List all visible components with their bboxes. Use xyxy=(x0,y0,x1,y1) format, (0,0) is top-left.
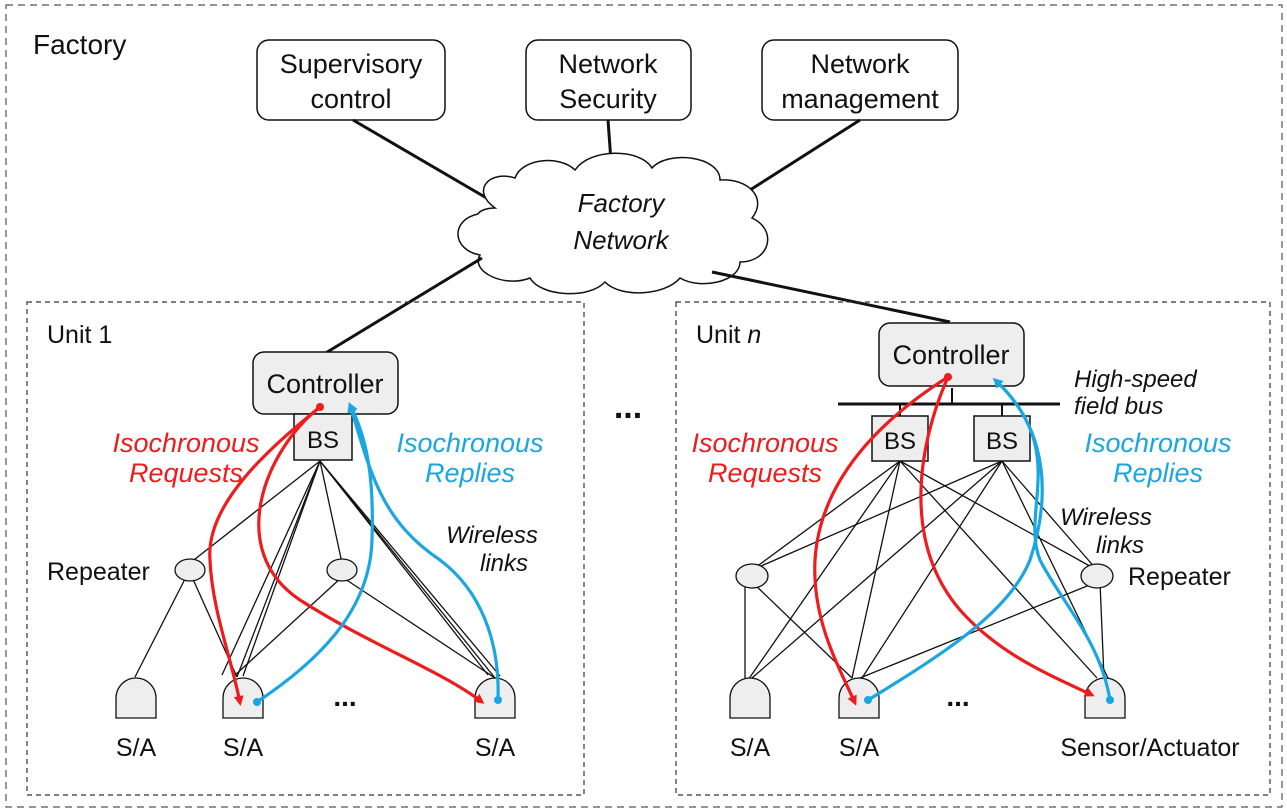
unit-1-requests-label: Isochronous xyxy=(112,428,259,458)
field-bus-label: High-speed xyxy=(1074,366,1197,393)
unit-n-wireless-links xyxy=(744,460,1109,681)
link-cloud-unitn xyxy=(711,270,951,324)
unit-n-wireless-label: Wireless xyxy=(1060,504,1152,531)
unit-n-request-origin xyxy=(944,373,952,381)
unit-1-reply-arrow xyxy=(347,402,500,701)
unit-n-requests-label: Isochronous xyxy=(691,428,838,458)
unit-n-sa-ellipsis: ... xyxy=(946,681,969,712)
unit-1-sa-label: S/A xyxy=(116,734,157,762)
svg-text:Controller: Controller xyxy=(892,340,1009,370)
unit-n-base-station-2: BS xyxy=(973,415,1031,462)
network-management-box: Network management xyxy=(761,39,959,121)
unit-n-reply-origin xyxy=(864,696,872,704)
svg-text:BS: BS xyxy=(307,427,339,454)
unit-1-request-arrow xyxy=(257,405,485,704)
unit-n-wireless-label: links xyxy=(1096,532,1144,559)
unit-n-sa-label: S/A xyxy=(730,734,771,762)
svg-text:Factory: Factory xyxy=(578,188,667,218)
svg-text:management: management xyxy=(781,84,939,114)
field-bus-label: field bus xyxy=(1074,393,1163,420)
unit-1-controller: Controller xyxy=(252,351,399,415)
network-security-box: Network Security xyxy=(525,39,692,121)
unit-1-wireless-links xyxy=(134,460,501,679)
unit-n-replies-label: Replies xyxy=(1113,458,1203,488)
unit-1-request-arrow xyxy=(208,405,322,706)
unit-1: Unit 1 Controller BS Re xyxy=(26,301,585,796)
unit-1-replies-label: Isochronous xyxy=(396,428,543,458)
unit-n-sa-node-1 xyxy=(729,677,771,719)
unit-n-sa-label: S/A xyxy=(839,734,880,762)
unit-n-label: Unit n xyxy=(696,321,761,349)
unit-n-sa-label: Sensor/Actuator xyxy=(1060,734,1239,762)
unit-1-reply-origin xyxy=(253,698,261,706)
factory-label: Factory xyxy=(33,29,126,60)
svg-text:Network: Network xyxy=(810,49,910,79)
svg-text:Network: Network xyxy=(558,49,658,79)
unit-n-base-station-1: BS xyxy=(871,415,929,462)
unit-n-boundary xyxy=(675,301,1271,796)
unit-1-label: Unit 1 xyxy=(47,321,112,349)
svg-text:BS: BS xyxy=(884,428,916,455)
unit-n-requests-label: Requests xyxy=(708,458,822,488)
link-supervisory-cloud xyxy=(352,118,491,202)
unit-1-sa-label: S/A xyxy=(475,734,516,762)
factory-network-cloud: Factory Network xyxy=(457,152,769,295)
unit-1-wireless-label: links xyxy=(480,550,528,577)
unit-n-reply-origin xyxy=(1106,696,1114,704)
unit-n-replies-label: Isochronous xyxy=(1084,428,1231,458)
unit-1-replies-label: Replies xyxy=(425,458,515,488)
unit-1-reply-arrow xyxy=(256,402,374,704)
unit-1-repeater-label: Repeater xyxy=(47,558,150,586)
unit-n-repeater-right xyxy=(1080,563,1114,589)
svg-text:Controller: Controller xyxy=(266,369,383,399)
svg-text:Network: Network xyxy=(573,225,670,255)
svg-text:Supervisory: Supervisory xyxy=(280,49,423,79)
unit-1-wireless-label: Wireless xyxy=(446,522,538,549)
factory-boundary xyxy=(5,4,1283,808)
link-management-cloud xyxy=(749,118,861,192)
unit-1-requests-label: Requests xyxy=(129,458,243,488)
svg-text:Security: Security xyxy=(559,84,657,114)
unit-1-boundary xyxy=(26,301,585,796)
unit-n-request-arrow xyxy=(813,375,949,706)
unit-n-request-arrow xyxy=(919,376,1095,697)
unit-1-reply-origin xyxy=(494,696,502,704)
unit-n: Unit n High-speed field bus xyxy=(675,301,1271,796)
unit-n-controller: Controller xyxy=(878,322,1025,387)
link-cloud-unit1 xyxy=(323,256,483,356)
units-ellipsis: ... xyxy=(614,388,642,426)
unit-1-sa-label: S/A xyxy=(223,734,264,762)
unit-n-repeater-label: Repeater xyxy=(1128,563,1231,591)
unit-1-repeater-right xyxy=(326,558,358,582)
unit-1-sa-ellipsis: ... xyxy=(333,681,356,712)
unit-1-repeater-left xyxy=(174,558,206,582)
supervisory-control-box: Supervisory control xyxy=(256,39,446,121)
svg-text:control: control xyxy=(310,84,391,114)
svg-text:BS: BS xyxy=(986,428,1018,455)
unit-1-sa-node-1 xyxy=(115,677,157,719)
unit-n-reply-arrow xyxy=(992,377,1112,701)
unit-1-request-origin xyxy=(316,403,324,411)
unit-n-repeater-left xyxy=(735,563,769,589)
